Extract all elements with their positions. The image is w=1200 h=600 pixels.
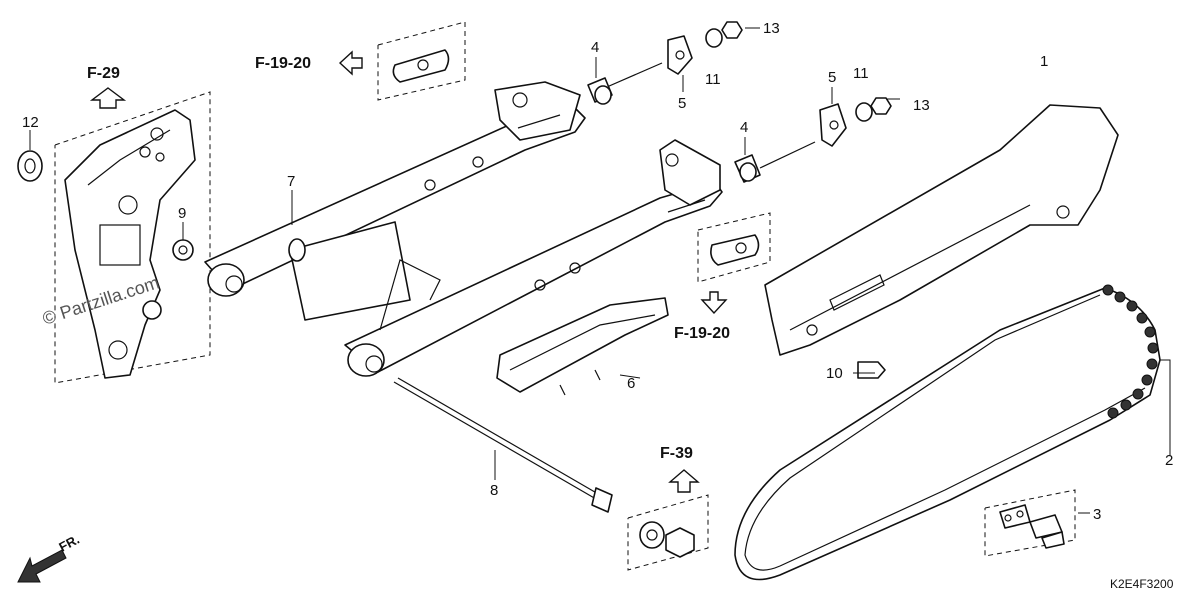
bracket-boss [142,300,162,320]
adjuster-set-lower [734,97,892,183]
callout-1: 1 [1040,53,1048,70]
chain-links [1102,284,1159,419]
callout-12: 12 [22,114,39,131]
reference-arrow-icon [668,469,700,493]
drive-chain [734,287,1161,581]
bracket-group [17,91,211,384]
callout-13a: 13 [763,20,780,37]
callout-11a: 11 [705,71,721,88]
master-link [999,504,1031,529]
chain-case [764,104,1119,356]
axle-nut [665,527,695,558]
callout-11b: 11 [853,65,869,82]
diagram-code: K2E4F3200 [1110,577,1174,591]
reference-arrow-icon [338,50,363,76]
nut-13b [870,97,892,115]
axle-washer [639,521,665,549]
slider-plate [392,49,450,83]
chain-slider [496,297,669,393]
washer-11b [855,102,873,122]
ref-f1920-top: F-19-20 [255,55,311,72]
reference-arrow-icon [89,87,127,109]
callout-4b: 4 [740,119,748,136]
washer-11a [705,28,723,48]
axle-bolt [591,487,613,513]
callout-4a: 4 [591,39,599,56]
callout-8: 8 [490,482,498,499]
callout-2: 2 [1165,452,1173,469]
pivot-bushing-lower [347,343,385,377]
callout-9: 9 [178,205,186,222]
callout-13b: 13 [913,97,930,114]
ref-f29: F-29 [87,65,120,82]
adjuster-set-upper [587,21,743,105]
callout-3: 3 [1093,506,1101,523]
adjuster-plate-5a [667,35,693,75]
callout-10: 10 [826,365,843,382]
ref-f1920-mid: F-19-20 [674,325,730,342]
callout-7: 7 [287,173,295,190]
front-direction-arrow-icon [17,549,67,583]
swingarm [204,81,723,377]
collar-12 [17,150,43,182]
reference-arrow-icon [700,291,728,315]
nut-13a [721,21,743,39]
ref-f39: F-39 [660,445,693,462]
adjuster-plate [710,234,760,266]
callout-5b: 5 [828,69,836,86]
adjuster-plate-5b [819,103,847,147]
bolt-10 [857,361,886,379]
callout-6: 6 [627,375,635,392]
callout-5a: 5 [678,95,686,112]
pivot-bushing-upper [207,263,245,297]
washer-9 [172,239,194,261]
